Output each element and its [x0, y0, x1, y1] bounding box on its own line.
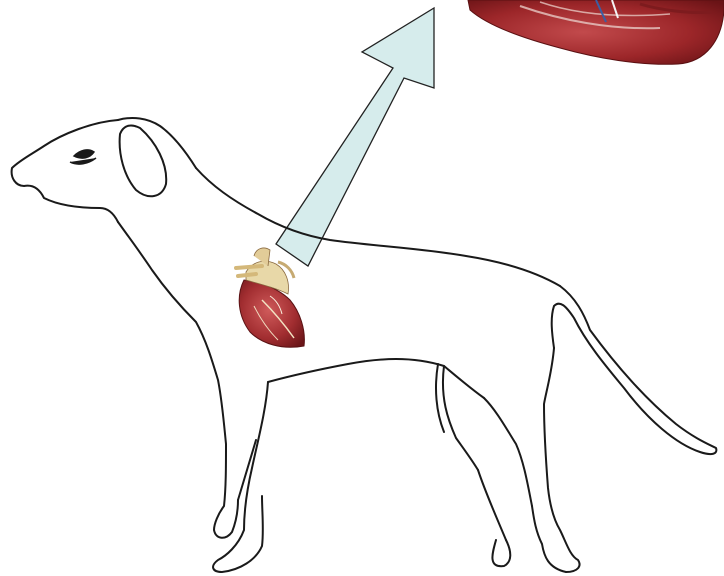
heart-icon [236, 248, 304, 347]
eye [70, 150, 96, 164]
dog-outline [12, 118, 717, 572]
ear [120, 126, 167, 197]
enlarged-heart-icon [468, 0, 724, 64]
arrow-icon [276, 8, 434, 266]
